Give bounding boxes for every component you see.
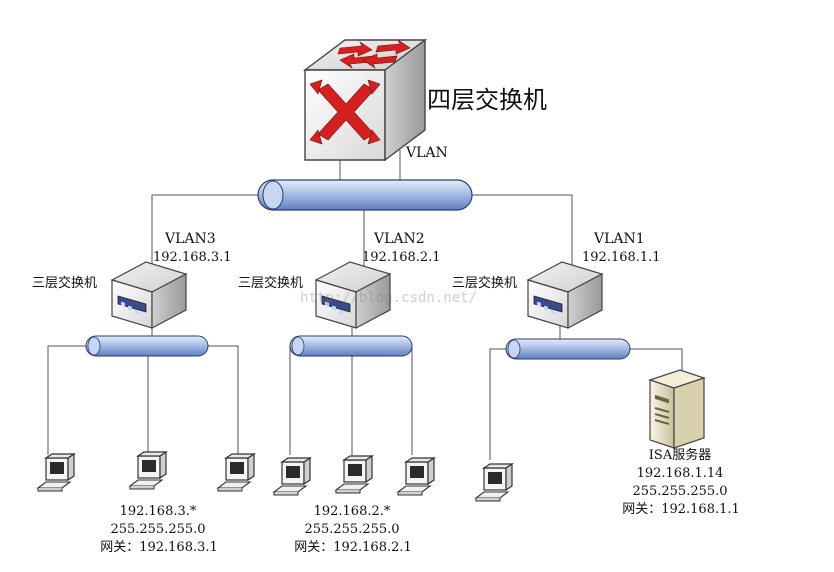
watermark: http://blog.csdn.net/ xyxy=(300,290,478,306)
backbone-bus xyxy=(257,179,473,211)
lan-bus-vlan2 xyxy=(289,335,413,357)
server-gateway: 网关：192.168.1.1 xyxy=(622,502,740,517)
server-name: ISA服务器 xyxy=(648,448,712,463)
lan-bus-vlan1 xyxy=(505,338,631,360)
subnet3-mask: 255.255.255.0 xyxy=(110,522,206,537)
vlan2-name: VLAN2 xyxy=(374,231,425,247)
subnet3-ip: 192.168.3.* xyxy=(119,504,197,519)
pc-icon xyxy=(475,463,513,502)
pc-icon xyxy=(397,457,435,496)
l3-switch-icon xyxy=(527,261,603,329)
pc-icon xyxy=(335,455,373,494)
server-mask: 255.255.255.0 xyxy=(632,484,728,499)
vlan3-switch-label: 三层交换机 xyxy=(32,276,98,291)
subnet2-mask: 255.255.255.0 xyxy=(304,522,400,537)
pc-icon xyxy=(217,453,255,492)
core-switch-icon xyxy=(302,38,428,162)
subnet2-gateway: 网关：192.168.2.1 xyxy=(294,540,412,555)
vlan3-ip: 192.168.3.1 xyxy=(153,250,232,265)
vlan1-name: VLAN1 xyxy=(594,231,645,247)
core-switch-label: 四层交换机 xyxy=(427,86,547,114)
backbone-vlan-label: VLAN xyxy=(406,145,448,161)
vlan2-switch-label: 三层交换机 xyxy=(238,276,304,291)
subnet3-gateway: 网关：192.168.3.1 xyxy=(100,540,218,555)
vlan2-ip: 192.168.2.1 xyxy=(362,250,441,265)
vlan1-switch-label: 三层交换机 xyxy=(452,276,518,291)
server-icon xyxy=(648,369,706,449)
pc-icon xyxy=(273,457,311,496)
vlan1-ip: 192.168.1.1 xyxy=(582,250,661,265)
vlan3-name: VLAN3 xyxy=(165,231,216,247)
pc-icon xyxy=(37,453,75,492)
lan-bus-vlan3 xyxy=(85,335,209,357)
pc-icon xyxy=(129,451,167,490)
server-ip: 192.168.1.14 xyxy=(636,466,724,481)
l3-switch-icon xyxy=(111,261,187,329)
subnet2-ip: 192.168.2.* xyxy=(313,504,391,519)
